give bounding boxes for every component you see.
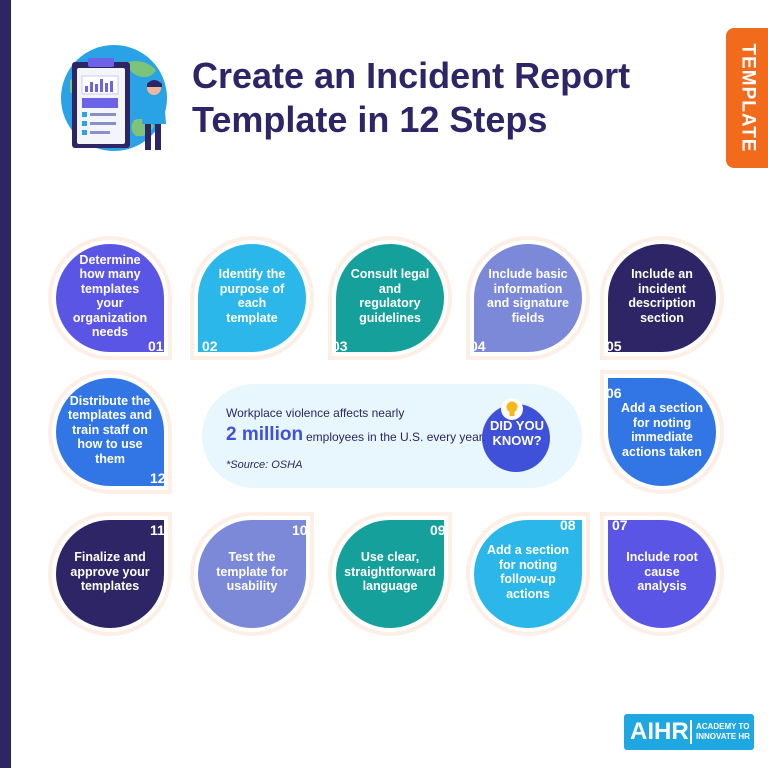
- step-text-09: Use clear, straightforward language: [344, 550, 436, 594]
- fact-highlight: 2 million: [226, 424, 304, 445]
- step-bubble-10: [198, 520, 306, 628]
- step-number-11: 11: [150, 522, 165, 538]
- template-tab: TEMPLATE: [726, 28, 768, 168]
- brand-separator: [690, 720, 692, 744]
- step-number-09: 09: [430, 522, 446, 538]
- step-bubble-07: [608, 520, 716, 628]
- aihr-brand-logo: AIHR ACADEMY TO INNOVATE HR: [624, 714, 754, 750]
- brand-tagline: ACADEMY TO INNOVATE HR: [696, 722, 750, 742]
- step-number-07: 07: [612, 517, 628, 533]
- step-bubble-04: [474, 244, 582, 352]
- step-text-08: Add a section for noting follow-up actio…: [487, 543, 569, 601]
- page-title: Create an Incident Report Template in 12…: [192, 54, 712, 142]
- fact-rest: employees in the U.S. every year.: [306, 430, 486, 444]
- step-bubble-12: [56, 378, 164, 486]
- step-text-04: Include basic information and signature …: [487, 267, 569, 325]
- step-bubble-05: [608, 244, 716, 352]
- step-number-03: 03: [332, 338, 348, 354]
- step-text-02: Identify the purpose of each template: [218, 267, 286, 325]
- did-you-know-line-1: DID YOU: [490, 418, 544, 433]
- step-text-11: Finalize and approve your templates: [70, 550, 150, 594]
- did-you-know-line-2: KNOW?: [492, 433, 542, 448]
- fact-line-1: Workplace violence affects nearly: [226, 406, 405, 420]
- clipboard-illustration-icon: [61, 45, 167, 151]
- lightbulb-icon: [501, 398, 523, 420]
- step-number-08: 08: [560, 517, 576, 533]
- step-bubble-09: [336, 520, 444, 628]
- person-illustration-icon: [132, 80, 166, 150]
- step-text-07: Include root cause analysis: [626, 550, 698, 594]
- step-text-01: Determine how many templates your organi…: [72, 252, 148, 340]
- title-line-1: Create an Incident Report: [192, 55, 631, 96]
- step-text-06: Add a section for noting immediate actio…: [621, 401, 703, 459]
- step-number-06: 06: [606, 385, 622, 401]
- aihr-logo-text: AIHR: [630, 718, 689, 745]
- did-you-know-label: DID YOU KNOW?: [483, 418, 551, 448]
- step-bubble-02: [198, 244, 306, 352]
- step-number-10: 10: [292, 522, 308, 538]
- step-number-04: 04: [470, 338, 486, 354]
- step-text-03: Consult legal and regulatory guidelines: [350, 267, 430, 325]
- fact-panel: [202, 384, 582, 488]
- step-bubble-03: [336, 244, 444, 352]
- fact-source: *Source: OSHA: [226, 459, 303, 471]
- step-bubble-06: [608, 378, 716, 486]
- step-bubble-01: [56, 244, 164, 352]
- step-bubble-11: [56, 520, 164, 628]
- step-number-02: 02: [202, 338, 218, 354]
- did-you-know-badge: [482, 404, 550, 472]
- step-bubble-08: [474, 520, 582, 628]
- step-text-05: Include an incident description section: [628, 267, 696, 325]
- brand-tagline-line-1: ACADEMY TO: [696, 722, 750, 731]
- step-number-01: 01: [148, 338, 164, 354]
- step-text-12: Distribute the templates and train staff…: [67, 393, 153, 466]
- step-text-10: Test the template for usability: [216, 550, 288, 594]
- brand-tagline-line-2: INNOVATE HR: [696, 732, 750, 741]
- title-line-2: Template in 12 Steps: [192, 99, 548, 140]
- step-number-12: 12: [150, 470, 166, 486]
- left-accent-bar: [0, 0, 11, 768]
- step-number-05: 05: [606, 338, 622, 354]
